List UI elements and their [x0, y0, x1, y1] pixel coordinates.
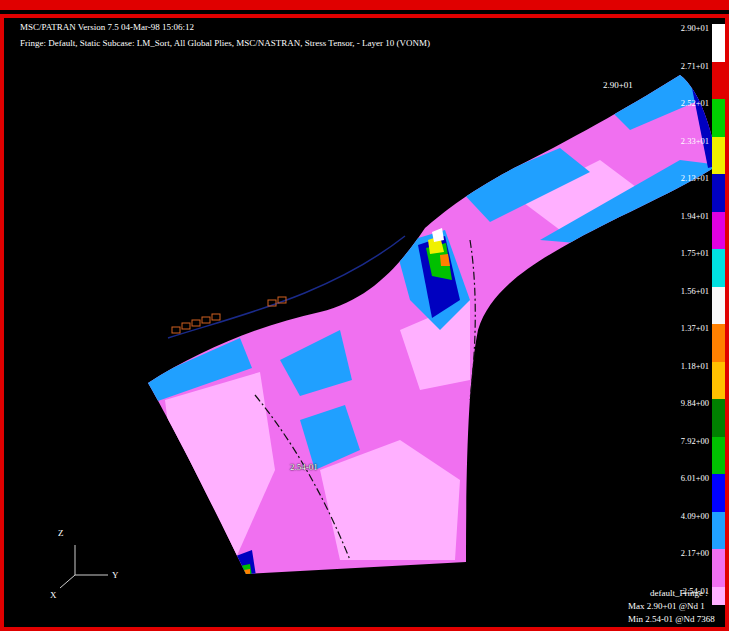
subcase-text: Fringe: Default, Static Subcase: LM_Sort…	[20, 38, 430, 49]
legend-value: 2.13+01	[681, 173, 709, 184]
legend-value: 2.52+01	[681, 98, 709, 109]
legend-value: 2.17+00	[681, 548, 709, 559]
legend-swatch	[712, 437, 725, 475]
legend-swatch	[712, 362, 725, 400]
max-note: Max 2.90+01 @Nd 1	[628, 601, 705, 612]
legend-swatch	[712, 99, 725, 137]
legend-value: 1.56+01	[681, 286, 709, 297]
legend-swatch	[712, 324, 725, 362]
legend-swatch	[712, 137, 725, 175]
legend-swatch	[712, 399, 725, 437]
min-note: Min 2.54-01 @Nd 7368	[628, 614, 715, 625]
min-marker: 2.54-01	[290, 462, 318, 473]
axis-label: Y	[112, 570, 119, 581]
legend-value: 6.01+00	[681, 473, 709, 484]
legend-swatch	[712, 212, 725, 250]
legend-swatch	[712, 249, 725, 287]
legend-value: 2.90+01	[681, 23, 709, 34]
legend-value: 1.37+01	[681, 323, 709, 334]
legend-swatch	[712, 62, 725, 100]
legend-value: 9.84+00	[681, 398, 709, 409]
legend-swatch	[712, 587, 725, 605]
legend-swatch	[712, 549, 725, 587]
legend-swatch	[712, 287, 725, 325]
legend-value: 1.75+01	[681, 248, 709, 259]
legend-value: 2.71+01	[681, 61, 709, 72]
max-marker: 2.90+01	[602, 80, 634, 91]
legend-swatch	[712, 474, 725, 512]
axis-label: X	[50, 590, 57, 601]
legend-value: 1.94+01	[681, 211, 709, 222]
legend-value: 7.92+00	[681, 436, 709, 447]
legend-value: 2.54-01	[683, 586, 709, 597]
legend-value: 4.09+00	[681, 511, 709, 522]
axis-label: Z	[58, 528, 64, 539]
legend-swatch	[712, 174, 725, 212]
legend-swatch	[712, 24, 725, 62]
legend-value: 2.33+01	[681, 136, 709, 147]
legend-swatch	[712, 512, 725, 550]
header-text: MSC/PATRAN Version 7.5 04-Mar-98 15:06:1…	[20, 22, 194, 33]
legend-value: 1.18+01	[681, 361, 709, 372]
